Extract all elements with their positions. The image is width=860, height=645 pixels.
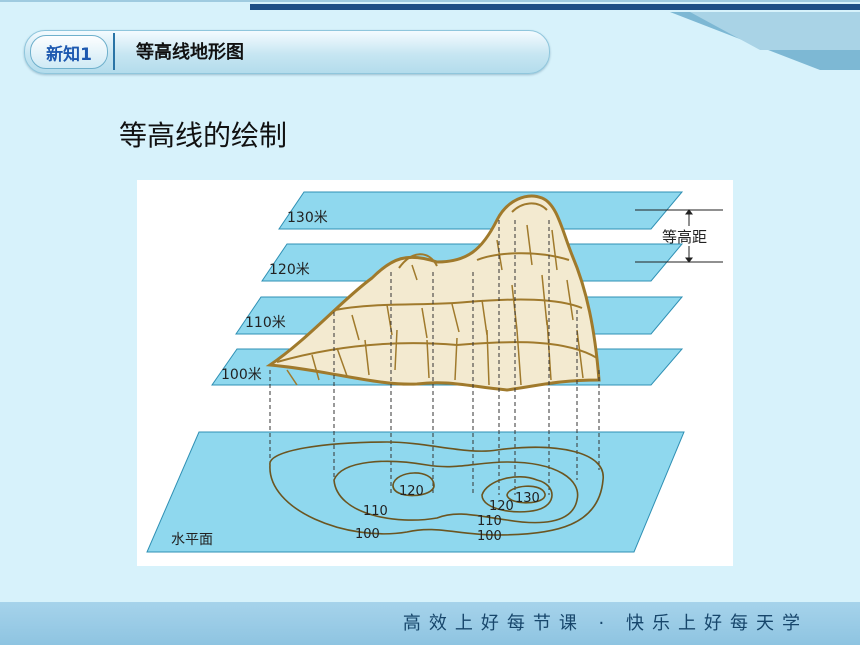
contour-label-120-left: 120	[399, 484, 424, 499]
base-plane-label: 水平面	[171, 532, 213, 548]
section-badge: 新知1	[30, 35, 108, 69]
contour-label-110-left: 110	[363, 504, 388, 519]
contour-label-120-right: 120	[489, 499, 514, 514]
section-title: 等高线地形图	[136, 42, 244, 63]
contour-label-110-right: 110	[477, 514, 502, 529]
plane-label-110: 110米	[245, 315, 286, 331]
header-divider	[113, 33, 115, 70]
header-bar	[24, 30, 550, 74]
contour-label-130: 130	[515, 491, 540, 506]
interval-label: 等高距	[662, 228, 707, 246]
slide-subtitle: 等高线的绘制	[119, 119, 288, 152]
footer-slogan: 高效上好每节课 · 快乐上好每天学	[402, 613, 808, 634]
contour-diagram: 130米 120米 110米 100米 等高距 130 120 120 110 …	[137, 180, 733, 566]
contour-label-100-left: 100	[355, 527, 380, 542]
interval-annotation	[635, 209, 723, 263]
contour-label-100-right: 100	[477, 529, 502, 544]
contour-lines	[269, 441, 604, 536]
plane-label-120: 120米	[269, 262, 310, 278]
projection-lines	[269, 220, 600, 495]
top-stripe	[0, 0, 860, 10]
plane-label-130: 130米	[287, 210, 328, 226]
plane-label-100: 100米	[221, 367, 262, 383]
plane-130	[278, 191, 684, 230]
footer-bar	[0, 602, 860, 645]
terrain	[265, 194, 601, 392]
corner-decoration	[670, 12, 860, 70]
